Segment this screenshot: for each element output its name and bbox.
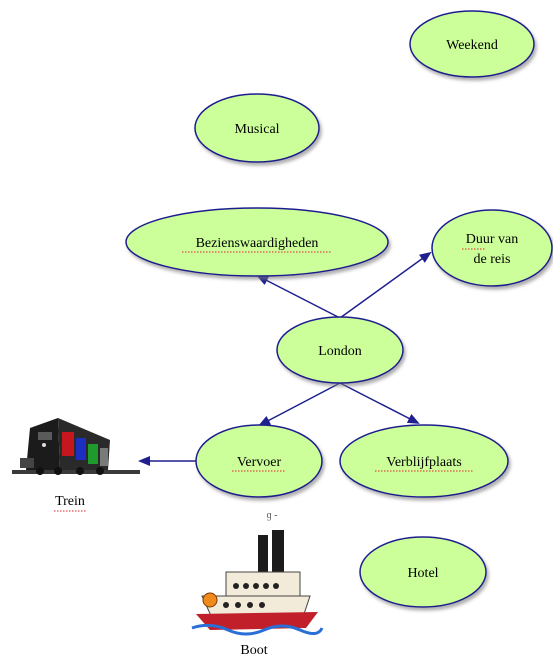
stray-mark: ɡ - [267,510,278,521]
node-hotel[interactable]: Hotel [359,536,487,608]
node-musical[interactable]: Musical [194,93,320,163]
connectors [138,251,432,466]
edge-london-bezienswaardigheden [256,275,341,319]
node-london-label: London [318,344,362,359]
node-bezienswaardigheden[interactable]: Bezienswaardigheden [125,207,389,277]
edge-london-duur [339,251,432,319]
boat-icon[interactable] [191,530,324,636]
edge-london-verblijfplaats [339,382,420,424]
train-icon[interactable] [12,418,140,475]
boat-label: Boot [240,643,267,657]
node-musical-label: Musical [234,122,279,137]
node-vervoer[interactable]: Vervoer [195,424,323,498]
node-verblijfplaats[interactable]: Verblijfplaats [339,424,509,498]
edge-london-vervoer [258,382,341,426]
node-verblijfplaats-label: Verblijfplaats [386,455,461,470]
node-weekend[interactable]: Weekend [409,10,535,78]
train-label: Trein [55,494,85,509]
node-weekend-label: Weekend [446,38,498,53]
node-duur-label-line2: de reis [474,252,511,267]
node-bezienswaardigheden-label: Bezienswaardigheden [196,236,319,251]
node-vervoer-label: Vervoer [237,455,282,470]
node-london[interactable]: London [276,316,404,384]
node-hotel-label: Hotel [407,566,438,581]
node-duur-label-line1: Duur van [466,232,519,247]
node-duur-van-de-reis[interactable]: Duur van de reis [431,209,553,287]
